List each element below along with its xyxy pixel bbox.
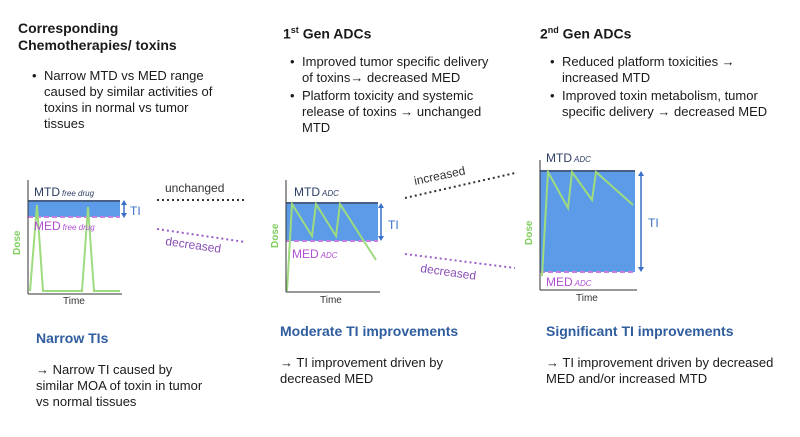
ti-arrowhead-3a	[638, 171, 644, 176]
column-3-title: 2nd Gen ADCs	[540, 25, 632, 42]
column-1-footer: → Narrow TI caused by similar MOA of tox…	[36, 362, 203, 409]
connector-decreased-2-label: decreased	[420, 261, 477, 283]
ti-arrowhead-1a	[121, 200, 127, 205]
column-3-bullet: Improved toxin metabolism, tumor specifi…	[548, 88, 773, 120]
column-3-bullets: Reduced platform toxicities → increased …	[548, 54, 773, 122]
ti-arrowhead-3b	[638, 267, 644, 272]
column-2-bullet: Platform toxicity and systemic release o…	[288, 88, 493, 136]
dose-label-2: Dose	[270, 223, 281, 248]
dose-curve-3	[541, 168, 634, 277]
connector-decreased-1-label: decreased	[165, 234, 222, 256]
ti-arrowhead-1b	[121, 213, 127, 218]
time-label-3: Time	[576, 293, 598, 304]
column-1-bullets: Narrow MTD vs MED range caused by simila…	[30, 68, 230, 134]
column-3-subhead: Significant TI improvements	[546, 323, 734, 339]
ti-band-1	[28, 201, 120, 217]
ti-text-2: TI	[388, 218, 399, 232]
ti-band-2	[286, 203, 378, 241]
column-2-bullet: Improved tumor specific delivery of toxi…	[288, 54, 493, 86]
dose-curve-2	[286, 200, 377, 292]
column-1-bullet: Narrow MTD vs MED range caused by simila…	[30, 68, 230, 132]
time-label-1: Time	[63, 296, 85, 307]
time-label-2: Time	[320, 295, 342, 306]
connector-increased	[404, 172, 516, 199]
column-1-title: Corresponding Chemotherapies/ toxins	[18, 20, 248, 54]
column-2-subhead: Moderate TI improvements	[280, 323, 459, 339]
column-3-footer: → TI improvement driven by decreased MED…	[546, 355, 774, 386]
connector-increased-label: increased	[413, 163, 467, 188]
dose-label-1: Dose	[12, 230, 23, 255]
column-1-title-line2: Chemotherapies/ toxins	[18, 37, 177, 53]
dose-label-3: Dose	[524, 220, 535, 245]
ti-text-1: TI	[130, 204, 141, 218]
dose-curve-1	[29, 204, 120, 292]
column-1-title-line1: Corresponding	[18, 20, 119, 36]
ti-text-3: TI	[648, 216, 659, 230]
column-3-bullet: Reduced platform toxicities → increased …	[548, 54, 773, 86]
column-2-title: 1st Gen ADCs	[283, 25, 372, 42]
column-1-subhead: Narrow TIs	[36, 330, 109, 346]
connector-decreased-2	[404, 253, 516, 269]
column-2-bullets: Improved tumor specific delivery of toxi…	[288, 54, 493, 138]
ti-band-3	[540, 171, 635, 272]
ti-arrowhead-2b	[378, 236, 384, 241]
connector-unchanged-label: unchanged	[165, 181, 224, 195]
ti-arrowhead-2a	[378, 203, 384, 208]
column-2-footer: → TI improvement driven by decreased MED	[280, 355, 444, 386]
